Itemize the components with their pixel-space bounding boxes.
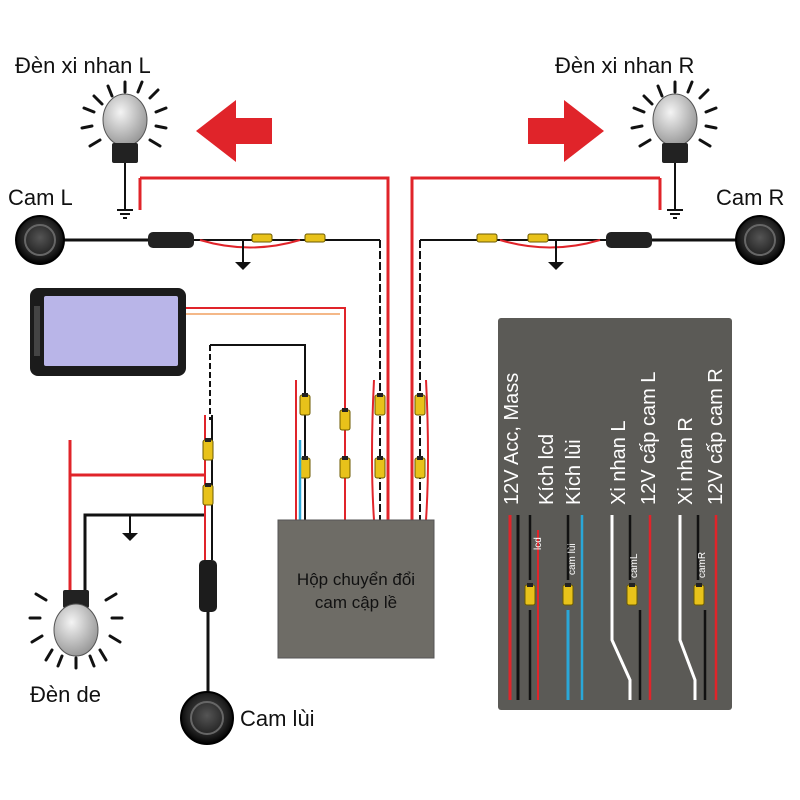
tag-lcd: lcd: [533, 537, 544, 550]
turn-light-right-icon: [630, 80, 718, 219]
label-turn-left: Đèn xi nhan L: [15, 53, 151, 78]
label-reverse-cam: Cam lùi: [240, 706, 315, 731]
legend-item-xi-nhan-r: Xi nhan R: [675, 417, 697, 505]
converter-label-line2: cam cập lề: [315, 593, 397, 612]
tag-cam-r: camR: [697, 552, 708, 578]
legend-item-cap-cam-r: 12V cấp cam R: [705, 368, 727, 505]
camera-left-icon: [15, 215, 65, 265]
plug-reverse-cam: [199, 560, 217, 612]
legend-item-cap-cam-l: 12V cấp cam L: [638, 372, 660, 505]
arrow-left-icon: [196, 100, 272, 162]
label-turn-right: Đèn xi nhan R: [555, 53, 694, 78]
converter-box: Hộp chuyển đổi cam cập lề: [277, 519, 435, 659]
turn-light-left-icon: [80, 80, 168, 219]
wire-red-turn-left: [140, 176, 390, 520]
camera-right-icon: [735, 215, 785, 265]
converter-label-line1: Hộp chuyển đổi: [297, 570, 415, 589]
plug-cam-left: [148, 232, 194, 248]
legend-item-acc-mass: 12V Acc, Mass: [501, 373, 523, 505]
legend-panel: 12V Acc, Mass Kích lcd Kích lùi Xi nhan …: [498, 318, 732, 710]
label-reverse-light: Đèn de: [30, 682, 101, 707]
legend-item-kich-lui: Kích lùi: [563, 439, 585, 505]
camera-reverse-icon: [180, 691, 234, 745]
reverse-light-icon: [28, 590, 124, 670]
legend-item-xi-nhan-l: Xi nhan L: [608, 420, 630, 505]
lcd-monitor-icon: [30, 288, 186, 376]
plug-cam-right: [606, 232, 652, 248]
connectors-row-top: [299, 392, 426, 479]
tag-cam-l: camL: [629, 553, 640, 578]
tag-cam-lui: cam lùi: [567, 543, 578, 575]
arrow-right-icon: [528, 100, 604, 162]
legend-item-kich-lcd: Kích lcd: [536, 434, 558, 505]
label-cam-right: Cam R: [716, 185, 784, 210]
wire-red-turn-right: [410, 176, 660, 520]
label-cam-left: Cam L: [8, 185, 73, 210]
